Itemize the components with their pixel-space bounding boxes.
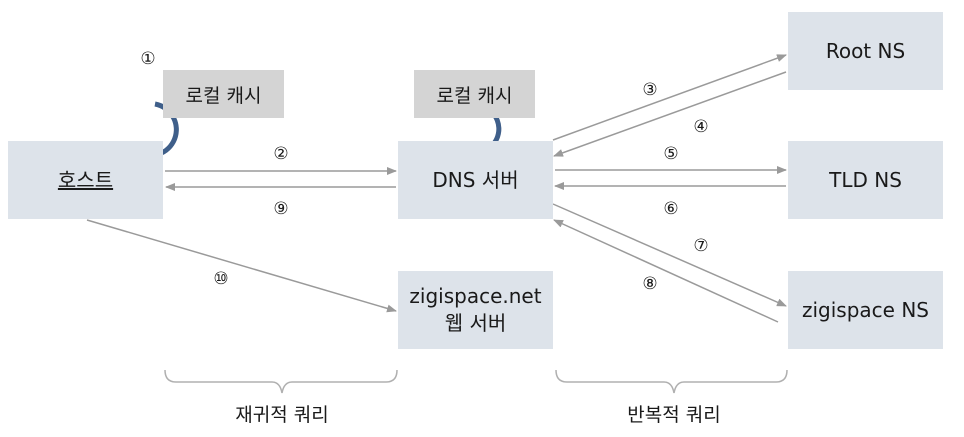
dns-server-label: DNS 서버 bbox=[432, 167, 519, 192]
step-7-label: ⑦ bbox=[693, 236, 709, 256]
recursive-query-label: 재귀적 쿼리 bbox=[235, 404, 329, 426]
zigispace-ns-node: zigispace NS bbox=[788, 271, 943, 349]
step-6-label: ⑥ bbox=[663, 199, 679, 219]
iterative-brace bbox=[555, 369, 788, 394]
web-server-label-line2: 웹 서버 bbox=[444, 311, 507, 335]
host-cache-label: 로컬 캐시 bbox=[185, 84, 262, 107]
arrow-8 bbox=[553, 219, 779, 323]
step-2-label: ② bbox=[273, 144, 289, 164]
root-ns-node: Root NS bbox=[788, 12, 943, 90]
root-ns-label: Root NS bbox=[825, 38, 906, 63]
arrow-3 bbox=[552, 54, 787, 141]
dns-local-cache: 로컬 캐시 bbox=[414, 70, 535, 118]
tld-ns-label: TLD NS bbox=[829, 167, 902, 192]
zigispace-ns-label: zigispace NS bbox=[802, 297, 929, 322]
dns-cache-label: 로컬 캐시 bbox=[436, 84, 513, 107]
arrow-10 bbox=[86, 219, 397, 313]
host-local-cache: 로컬 캐시 bbox=[163, 70, 284, 118]
tld-ns-node: TLD NS bbox=[788, 141, 943, 219]
step-8-label: ⑧ bbox=[642, 274, 658, 294]
step-3-label: ③ bbox=[642, 80, 658, 100]
step-5-label: ⑤ bbox=[663, 144, 679, 164]
host-node: 호스트 bbox=[8, 141, 163, 219]
arrow-7 bbox=[552, 203, 787, 307]
web-server-label-line1: zigispace.net bbox=[409, 284, 542, 308]
arrow-4 bbox=[553, 71, 787, 157]
step-10-label: ⑩ bbox=[213, 269, 229, 289]
host-label: 호스트 bbox=[57, 167, 114, 192]
iterative-query-label: 반복적 쿼리 bbox=[627, 404, 721, 426]
step-4-label: ④ bbox=[693, 117, 709, 137]
recursive-brace bbox=[164, 369, 398, 394]
step-1-label: ① bbox=[140, 49, 156, 69]
dns-server-node: DNS 서버 bbox=[398, 141, 553, 219]
web-server-node: zigispace.net 웹 서버 bbox=[398, 271, 553, 349]
step-9-label: ⑨ bbox=[273, 199, 289, 219]
